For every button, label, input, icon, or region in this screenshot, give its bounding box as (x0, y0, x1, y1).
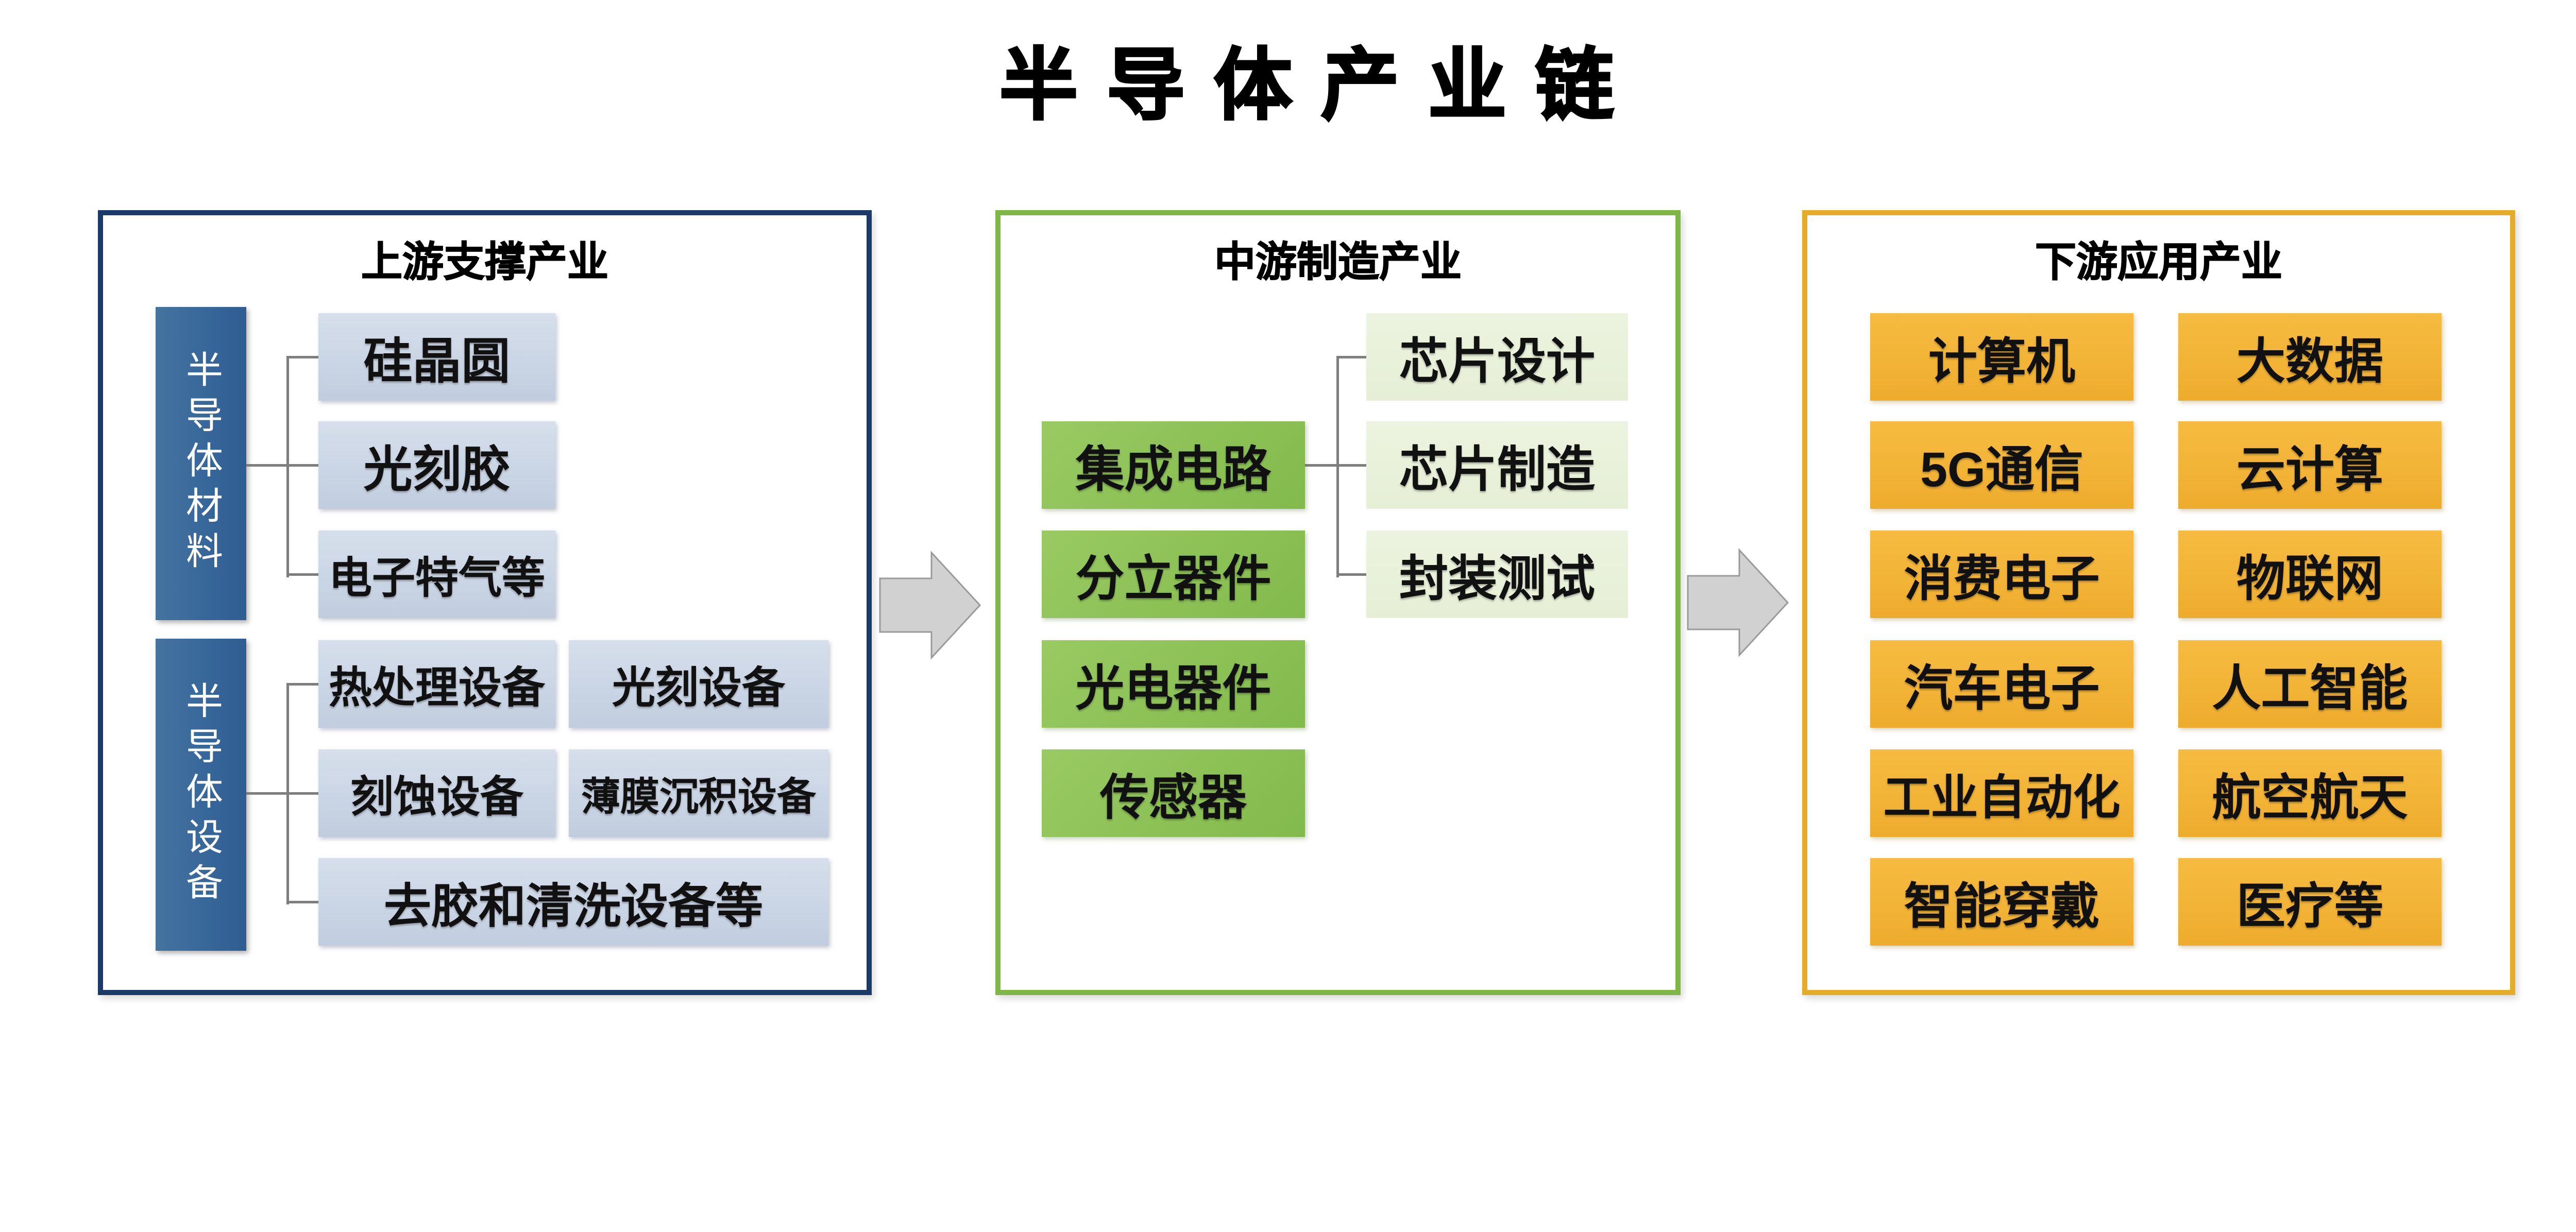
downstream-panel: 下游应用产业 计算机 大数据 5G通信 云计算 消费电子 物联网 汽车电子 人工… (1802, 210, 2515, 995)
item-chip-design: 芯片设计 (1366, 313, 1628, 401)
item-medical: 医疗等 (2178, 858, 2442, 946)
connector-line (286, 356, 289, 577)
item-packaging-testing: 封装测试 (1366, 531, 1628, 618)
connector-line (286, 901, 318, 903)
item-consumer-electronics: 消费电子 (1870, 531, 2133, 618)
semiconductor-equipment-bar: 半导体设备 (156, 639, 246, 951)
connector-line (286, 683, 289, 904)
semiconductor-materials-bar: 半导体材料 (156, 307, 246, 620)
item-aerospace: 航空航天 (2178, 749, 2442, 837)
item-industrial-automation: 工业自动化 (1870, 749, 2133, 837)
item-etching-equipment: 刻蚀设备 (318, 749, 555, 837)
connector-line (286, 573, 318, 576)
item-sensors: 传感器 (1042, 749, 1305, 837)
connector-line (1336, 356, 1339, 577)
item-stripping-cleaning-equipment: 去胶和清洗设备等 (318, 858, 828, 946)
item-big-data: 大数据 (2178, 313, 2442, 401)
item-thin-film-deposition-equipment: 薄膜沉积设备 (569, 749, 828, 837)
upstream-panel-title: 上游支撑产业 (361, 238, 609, 285)
midstream-panel: 中游制造产业 集成电路 分立器件 光电器件 传感器 芯片设计 芯片制造 封装测试 (995, 210, 1681, 995)
item-silicon-wafer: 硅晶圆 (318, 313, 555, 401)
connector-line (286, 683, 318, 686)
item-computer: 计算机 (1870, 313, 2133, 401)
item-optoelectronic-devices: 光电器件 (1042, 640, 1305, 728)
item-photoresist: 光刻胶 (318, 421, 555, 509)
connector-line (286, 356, 318, 358)
arrow-right-icon-midstream-to-downstream (1684, 546, 1792, 662)
connector-line (1336, 573, 1366, 576)
item-lithography-equipment: 光刻设备 (569, 640, 828, 728)
connector-line (1305, 464, 1366, 467)
connector-line (246, 792, 318, 795)
downstream-panel-title: 下游应用产业 (2035, 238, 2283, 285)
item-heat-treatment-equipment: 热处理设备 (318, 640, 555, 728)
item-chip-manufacturing: 芯片制造 (1366, 421, 1628, 509)
connector-line (246, 464, 318, 467)
item-discrete-devices: 分立器件 (1042, 531, 1305, 618)
connector-line (1336, 356, 1366, 358)
item-internet-of-things: 物联网 (2178, 531, 2442, 618)
arrow-right-icon-upstream-to-midstream (876, 549, 984, 664)
item-cloud-computing: 云计算 (2178, 421, 2442, 509)
midstream-panel-title: 中游制造产业 (1214, 238, 1462, 285)
item-smart-wearables: 智能穿戴 (1870, 858, 2133, 946)
item-integrated-circuits: 集成电路 (1042, 421, 1305, 509)
upstream-panel: 上游支撑产业 半导体材料 半导体设备 硅晶圆 光刻胶 电子特气等 热处理设备 光… (98, 210, 872, 995)
item-artificial-intelligence: 人工智能 (2178, 640, 2442, 728)
item-automotive-electronics: 汽车电子 (1870, 640, 2133, 728)
item-electronic-gases: 电子特气等 (318, 531, 555, 618)
item-5g-communication: 5G通信 (1870, 421, 2133, 509)
page-title: 半导体产业链 (998, 41, 1642, 130)
